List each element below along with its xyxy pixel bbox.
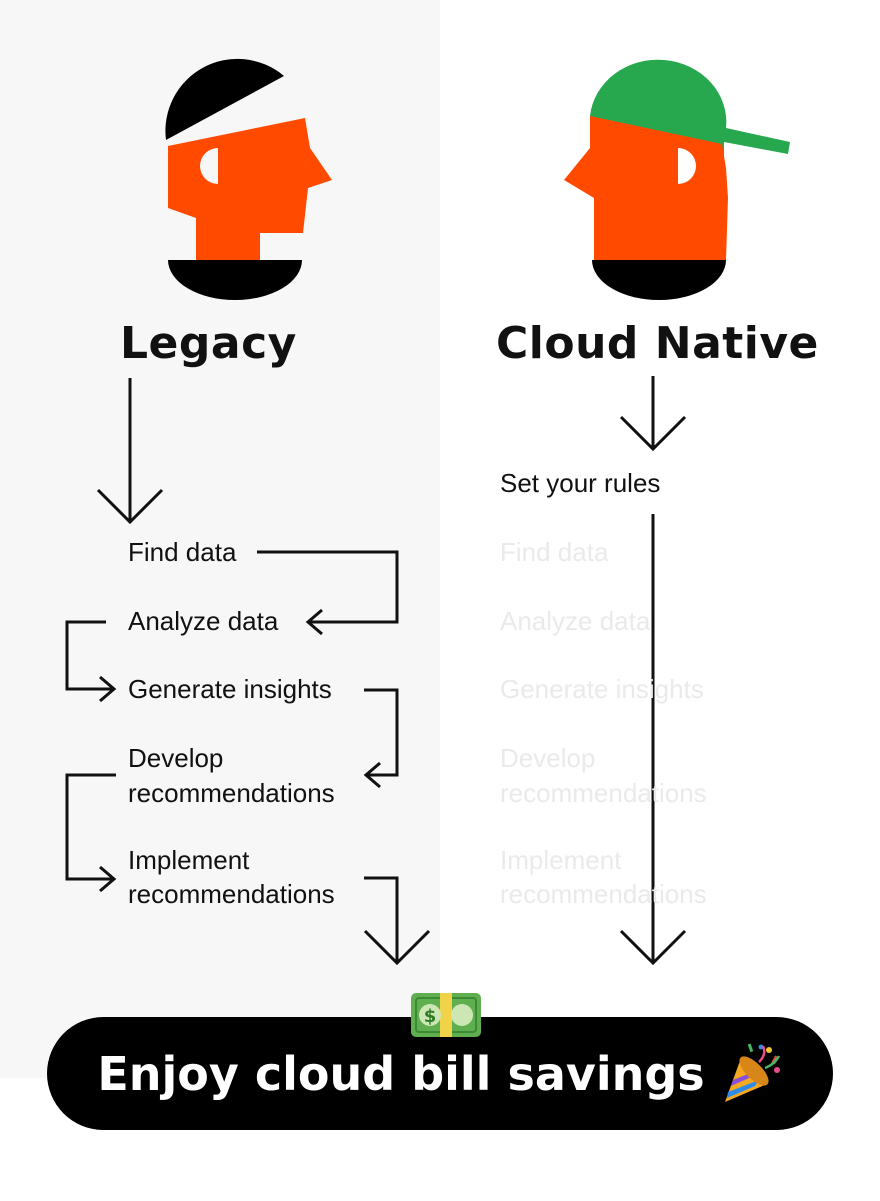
legacy-step-generate-insights: Generate insights [128, 674, 332, 704]
legacy-end-arrow [363, 876, 431, 966]
legacy-step-analyze-data: Analyze data [128, 606, 279, 636]
savings-result-pill: Enjoy cloud bill savings [47, 1017, 833, 1130]
find-to-analyze-connector [257, 550, 399, 636]
legacy-step-find-data: Find data [128, 537, 237, 567]
legacy-step-implement-recommendations: recommendations [128, 879, 335, 909]
cloud-skipped-develop: Develop [500, 743, 596, 773]
analyze-to-generate-connector [65, 620, 117, 703]
cloud-skipped-develop-recommendations: recommendations [500, 778, 707, 808]
cloud-skipped-find-data: Find data [500, 537, 609, 567]
develop-to-implement-connector [65, 773, 117, 893]
cloud-native-head-icon [564, 59, 790, 300]
cloud-skip-arrow [619, 514, 687, 966]
legacy-head-icon [165, 58, 332, 300]
cloud-skipped-implement-recommendations: recommendations [500, 879, 707, 909]
legacy-start-arrow [96, 378, 164, 525]
legacy-title: Legacy [120, 318, 297, 369]
party-popper-icon [724, 1043, 780, 1102]
savings-result-label: Enjoy cloud bill savings [97, 1046, 705, 1101]
cloud-skipped-implement: Implement [500, 845, 622, 875]
cloud-skipped-analyze-data: Analyze data [500, 606, 651, 636]
legacy-step-implement: Implement [128, 845, 250, 875]
legacy-step-develop-recommendations: recommendations [128, 778, 335, 808]
money-banknote-icon: $ [411, 993, 481, 1037]
cloud-skipped-generate-insights: Generate insights [500, 674, 704, 704]
legacy-step-develop: Develop [128, 743, 224, 773]
cloud-start-arrow [619, 376, 687, 452]
generate-to-develop-connector [363, 688, 399, 789]
cloud-native-title: Cloud Native [496, 318, 819, 369]
svg-text:$: $ [424, 1006, 437, 1027]
cloud-step-set-your-rules: Set your rules [500, 468, 661, 498]
